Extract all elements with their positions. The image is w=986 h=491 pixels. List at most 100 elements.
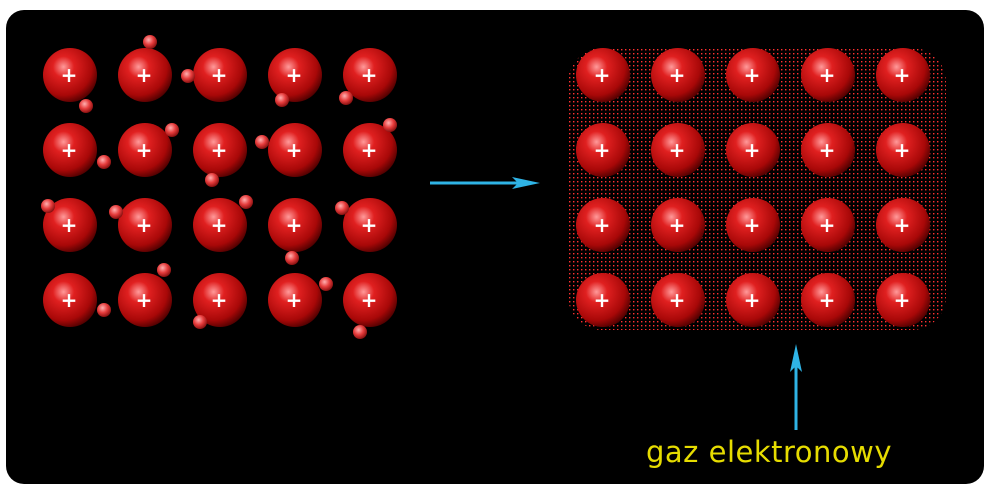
ion: + [43,48,97,102]
electron [165,123,179,137]
ion-plus-sign: + [594,288,611,312]
ion: + [268,48,322,102]
ion-plus-sign: + [894,213,911,237]
electron [275,93,289,107]
ion-plus-sign: + [211,63,228,87]
ion: + [193,273,247,327]
electron [335,201,349,215]
ion: + [876,123,930,177]
ion-plus-sign: + [594,63,611,87]
electron [205,173,219,187]
ion-plus-sign: + [61,288,78,312]
ion: + [118,273,172,327]
ion: + [193,123,247,177]
electron [239,195,253,209]
ion: + [268,273,322,327]
electron [79,99,93,113]
ion-plus-sign: + [136,213,153,237]
ion: + [118,198,172,252]
ion-plus-sign: + [669,288,686,312]
ion-plus-sign: + [594,138,611,162]
ion: + [43,123,97,177]
ion-plus-sign: + [819,138,836,162]
ion: + [576,48,630,102]
electron [255,135,269,149]
ion: + [801,198,855,252]
ion: + [651,198,705,252]
ion-plus-sign: + [286,288,303,312]
ion-plus-sign: + [819,213,836,237]
left-free-electrons [41,35,397,339]
ion-plus-sign: + [286,213,303,237]
ion-plus-sign: + [594,213,611,237]
electron [383,118,397,132]
ion: + [576,273,630,327]
ion-plus-sign: + [361,213,378,237]
ion: + [726,273,780,327]
ion-plus-sign: + [361,63,378,87]
electron [97,155,111,169]
electron [181,69,195,83]
electron [109,205,123,219]
electron [97,303,111,317]
ion-plus-sign: + [894,288,911,312]
ion-plus-sign: + [669,138,686,162]
ion-plus-sign: + [211,138,228,162]
ion-plus-sign: + [744,213,761,237]
ion: + [726,48,780,102]
ion-plus-sign: + [286,138,303,162]
arrow-up [790,344,802,430]
ion-plus-sign: + [819,288,836,312]
ion: + [118,123,172,177]
ion-plus-sign: + [61,138,78,162]
ion: + [651,48,705,102]
ion: + [726,198,780,252]
ion: + [651,273,705,327]
ion-plus-sign: + [361,138,378,162]
electron [353,325,367,339]
electron [41,199,55,213]
electron [285,251,299,265]
ion: + [876,198,930,252]
ion-plus-sign: + [136,288,153,312]
ion-plus-sign: + [211,213,228,237]
ion: + [726,123,780,177]
ion-plus-sign: + [744,63,761,87]
ion: + [576,123,630,177]
ion-plus-sign: + [894,138,911,162]
ion: + [801,273,855,327]
ion: + [651,123,705,177]
ion-plus-sign: + [669,63,686,87]
ion: + [343,48,397,102]
ion-plus-sign: + [744,288,761,312]
ion: + [876,273,930,327]
electron [319,277,333,291]
right-ion-lattice: + + + + + + + + + + + + + + + + + + + + [576,48,930,327]
ion-plus-sign: + [819,63,836,87]
ion: + [118,48,172,102]
arrow-right [430,177,540,189]
ion: + [343,123,397,177]
ion: + [43,273,97,327]
ion: + [801,123,855,177]
ion: + [193,48,247,102]
electron-gas-label: gaz elektronowy [646,435,893,469]
ion: + [343,273,397,327]
ion: + [343,198,397,252]
ion: + [193,198,247,252]
ion: + [43,198,97,252]
ion-plus-sign: + [61,63,78,87]
ion-plus-sign: + [744,138,761,162]
electron [143,35,157,49]
ion: + [268,123,322,177]
electron [193,315,207,329]
ion-plus-sign: + [61,213,78,237]
ion-plus-sign: + [136,138,153,162]
ion-plus-sign: + [894,63,911,87]
ion-plus-sign: + [361,288,378,312]
left-ion-lattice: + + + + + + + + + + + + + + + + + + + + [43,48,397,327]
ion-plus-sign: + [136,63,153,87]
electron [157,263,171,277]
ion-plus-sign: + [286,63,303,87]
